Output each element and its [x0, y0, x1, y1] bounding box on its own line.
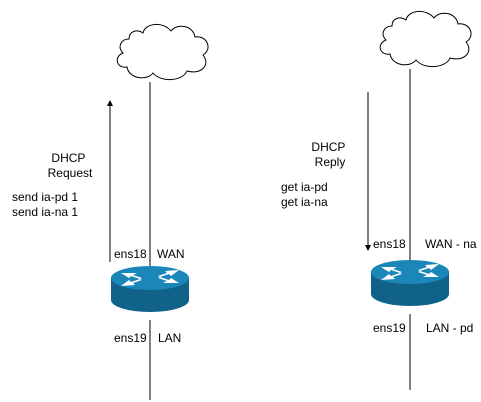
lan-interface: ens19 [373, 321, 406, 335]
router-icon [371, 260, 449, 306]
cloud-icon [379, 10, 472, 68]
wan-interface: ens18 [373, 237, 406, 251]
lan-label: LAN - pd [426, 321, 473, 335]
cloud-icon [116, 23, 209, 81]
wan-label: WAN [157, 247, 185, 261]
wan-interface: ens18 [114, 247, 147, 261]
right-section: DHCP Reply get ia-pd get ia-na ens18 WAN… [281, 10, 477, 390]
lan-label: LAN [158, 331, 181, 345]
reply-message: DHCP Reply [311, 140, 348, 169]
left-section: DHCP Request send ia-pd 1 send ia-na 1 e… [12, 23, 209, 400]
lan-interface: ens19 [114, 331, 147, 345]
wan-label: WAN - na [425, 237, 477, 251]
request-message: DHCP Request [48, 151, 93, 180]
reply-options: get ia-pd get ia-na [281, 180, 331, 209]
request-options: send ia-pd 1 send ia-na 1 [12, 190, 81, 219]
router-icon [111, 266, 189, 312]
